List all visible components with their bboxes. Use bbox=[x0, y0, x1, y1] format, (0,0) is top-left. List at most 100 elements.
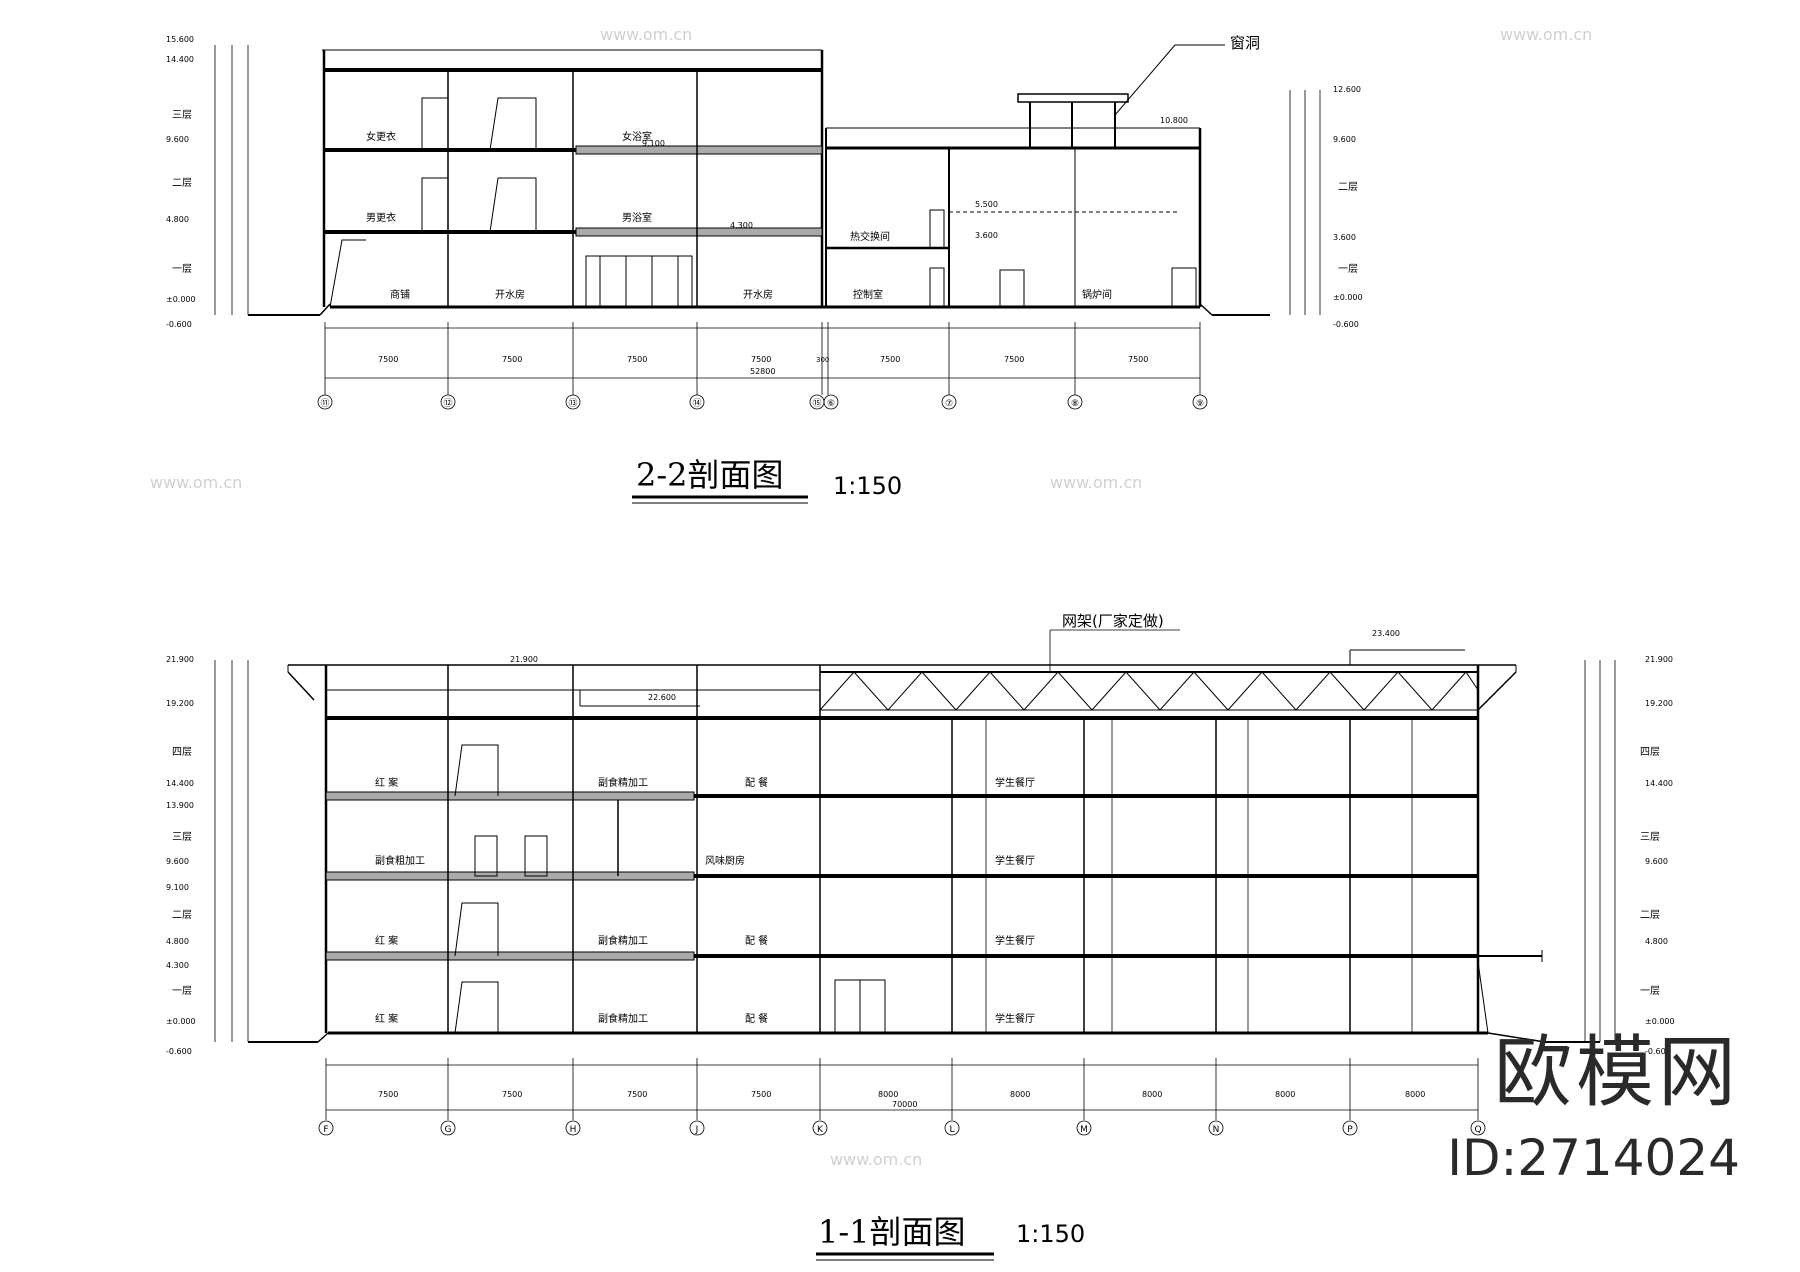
s11-left-elev: 19.200 bbox=[166, 699, 194, 708]
s11-axis-bubbles: F G H J K L M N P Q bbox=[318, 1120, 1486, 1136]
s22-room-label: 控制室 bbox=[853, 288, 883, 301]
s22-room-label: 锅炉间 bbox=[1082, 288, 1112, 301]
s11-right-floor: 四层 bbox=[1640, 746, 1660, 758]
s11-room-label: 学生餐厅 bbox=[995, 934, 1035, 947]
s22-left-floor: 三层 bbox=[172, 109, 192, 121]
site-watermarks: www.om.cn www.om.cn www.om.cn www.om.cn … bbox=[150, 25, 1592, 1169]
s11-left-elev: 9.100 bbox=[166, 883, 189, 892]
s11-axis-label: K bbox=[817, 1125, 824, 1135]
s22-bay-dim: 300 bbox=[816, 356, 829, 364]
s22-scale: 1:150 bbox=[833, 472, 902, 500]
s11-room-label: 副食精加工 bbox=[598, 934, 648, 947]
s11-left-elev: 21.900 bbox=[166, 655, 194, 664]
s11-right-elev: -0.600 bbox=[1645, 1047, 1671, 1056]
s11-right-elev: ±0.000 bbox=[1645, 1017, 1675, 1026]
s22-level-mark: 4.300 bbox=[730, 221, 753, 230]
s11-axis-label: F bbox=[323, 1125, 328, 1135]
s22-axis-label: ⑭ bbox=[692, 398, 701, 409]
s22-right-floor: 二层 bbox=[1338, 181, 1358, 193]
s11-room-label: 副食精加工 bbox=[598, 776, 648, 789]
s22-right-elev: ±0.000 bbox=[1333, 293, 1363, 302]
s22-right-elev: 9.600 bbox=[1333, 135, 1356, 144]
s11-left-floor: 四层 bbox=[172, 746, 192, 758]
s22-total-dim: 52800 bbox=[750, 367, 775, 376]
s22-left-elev: 14.400 bbox=[166, 55, 194, 64]
s22-axis-label: ⑥ bbox=[827, 399, 835, 409]
s22-level-mark: 5.500 bbox=[975, 200, 998, 209]
s22-level-mark: 9.100 bbox=[642, 139, 665, 148]
s11-level-mark: 22.600 bbox=[648, 693, 676, 702]
watermark-brand: 欧模网 bbox=[1493, 1028, 1740, 1118]
watermark-site-text: www.om.cn bbox=[600, 25, 692, 44]
s22-room-label: 热交换间 bbox=[850, 230, 890, 243]
s11-room-label: 红 案 bbox=[375, 934, 398, 947]
s11-bay-dim: 7500 bbox=[627, 1090, 647, 1099]
s11-right-floor: 三层 bbox=[1640, 831, 1660, 843]
s11-axis-label: N bbox=[1213, 1125, 1220, 1135]
s22-right-elev: -0.600 bbox=[1333, 320, 1359, 329]
s22-room-label: 开水房 bbox=[743, 288, 773, 301]
s22-axis-label: ⑨ bbox=[1196, 399, 1204, 409]
s11-right-elev: 19.200 bbox=[1645, 699, 1673, 708]
s11-left-elev: 9.600 bbox=[166, 857, 189, 866]
s22-room-label: 女更衣 bbox=[366, 130, 396, 143]
s11-bay-dim: 8000 bbox=[1142, 1090, 1162, 1099]
s11-left-floor: 三层 bbox=[172, 831, 192, 843]
s22-bay-dim: 7500 bbox=[1004, 355, 1024, 364]
s22-room-label: 男浴室 bbox=[622, 211, 652, 224]
s22-right-elev: 3.600 bbox=[1333, 233, 1356, 242]
s11-right-elev: 9.600 bbox=[1645, 857, 1668, 866]
s11-right-elev: 14.400 bbox=[1645, 779, 1673, 788]
s11-left-elev: 14.400 bbox=[166, 779, 194, 788]
s22-bay-dim: 7500 bbox=[880, 355, 900, 364]
s11-axis-label: J bbox=[695, 1125, 699, 1135]
s22-room-label: 女浴室 bbox=[622, 130, 652, 143]
s11-room-label: 配 餐 bbox=[745, 1012, 768, 1025]
s11-axis-label: P bbox=[1347, 1125, 1353, 1135]
s11-bay-dim: 8000 bbox=[1010, 1090, 1030, 1099]
s22-axis-label: ⑮ bbox=[812, 398, 821, 409]
s22-left-elev: 15.600 bbox=[166, 35, 194, 44]
s22-left-elev: -0.600 bbox=[166, 320, 192, 329]
s22-level-mark: 3.600 bbox=[975, 231, 998, 240]
section-1-1 bbox=[214, 629, 1616, 1261]
s11-bay-dim: 8000 bbox=[1405, 1090, 1425, 1099]
s11-right-elev: 4.800 bbox=[1645, 937, 1668, 946]
s11-room-label: 风味厨房 bbox=[705, 854, 745, 867]
s11-bay-dim: 7500 bbox=[751, 1090, 771, 1099]
section-2-2 bbox=[214, 44, 1321, 504]
s11-right-floor: 一层 bbox=[1640, 985, 1660, 997]
s11-level-mark: 21.900 bbox=[510, 655, 538, 664]
s22-room-label: 男更衣 bbox=[366, 211, 396, 224]
section-2-2-labels: 窗洞 10.800 9.100 5.500 4.300 3.600 女更衣 女浴… bbox=[166, 34, 1363, 500]
s22-axis-label: ⑫ bbox=[443, 398, 452, 409]
s22-left-elev: 9.600 bbox=[166, 135, 189, 144]
s22-left-elev: 4.800 bbox=[166, 215, 189, 224]
watermark-site-text: www.om.cn bbox=[1050, 473, 1142, 492]
s11-bay-dim: 8000 bbox=[1275, 1090, 1295, 1099]
s22-bay-dim: 7500 bbox=[502, 355, 522, 364]
watermark-site-text: www.om.cn bbox=[830, 1150, 922, 1169]
s22-room-label: 开水房 bbox=[495, 288, 525, 301]
s22-left-floor: 二层 bbox=[172, 177, 192, 189]
s22-level-mark: 10.800 bbox=[1160, 116, 1188, 125]
watermark-id: ID:2714024 bbox=[1447, 1129, 1740, 1187]
s11-room-label: 红 案 bbox=[375, 1012, 398, 1025]
s11-right-elev: 21.900 bbox=[1645, 655, 1673, 664]
s22-right-elev: 12.600 bbox=[1333, 85, 1361, 94]
s11-axis-label: H bbox=[570, 1125, 577, 1135]
s11-left-floor: 一层 bbox=[172, 985, 192, 997]
s22-room-label: 商铺 bbox=[390, 288, 410, 301]
s11-note-truss: 网架(厂家定做) bbox=[1062, 612, 1164, 630]
s11-room-label: 红 案 bbox=[375, 776, 398, 789]
s11-left-elev: 4.800 bbox=[166, 937, 189, 946]
s11-room-label: 配 餐 bbox=[745, 934, 768, 947]
s22-bay-dim: 7500 bbox=[627, 355, 647, 364]
s22-title: 2-2剖面图 bbox=[636, 456, 784, 494]
s22-axis-label: ⑧ bbox=[1071, 399, 1079, 409]
s11-room-label: 学生餐厅 bbox=[995, 776, 1035, 789]
s22-axis-label: ⑦ bbox=[945, 399, 953, 409]
watermark-site-text: www.om.cn bbox=[1500, 25, 1592, 44]
s22-right-floor: 一层 bbox=[1338, 263, 1358, 275]
